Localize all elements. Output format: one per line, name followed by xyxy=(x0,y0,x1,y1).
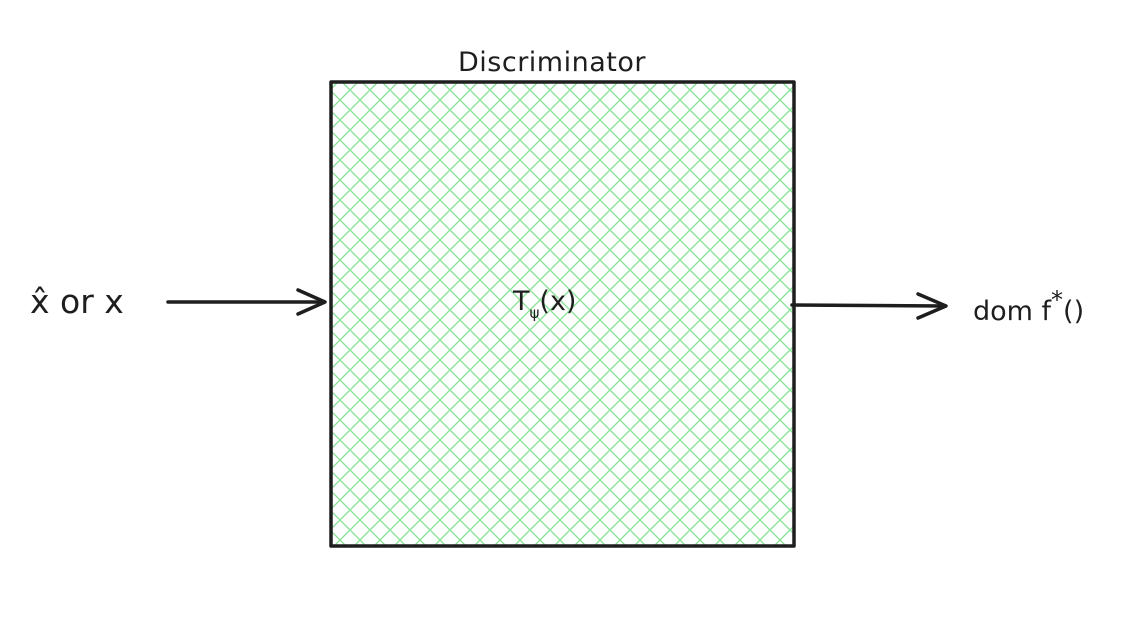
output-superscript: * xyxy=(1051,286,1064,314)
output-label: dom f*() xyxy=(973,286,1085,327)
discriminator-box[interactable] xyxy=(329,80,796,548)
output-suffix: () xyxy=(1063,296,1085,327)
discriminator-function-label: Tψ(x) xyxy=(513,286,577,323)
output-base: dom f xyxy=(973,296,1052,327)
discriminator-title: Discriminator xyxy=(458,47,646,78)
input-arrow xyxy=(166,288,327,316)
function-subscript: ψ xyxy=(529,304,540,323)
input-label: x̂ or x xyxy=(30,282,124,321)
output-arrow xyxy=(790,292,948,320)
function-base: T xyxy=(513,286,530,317)
function-argument: (x) xyxy=(539,286,577,317)
